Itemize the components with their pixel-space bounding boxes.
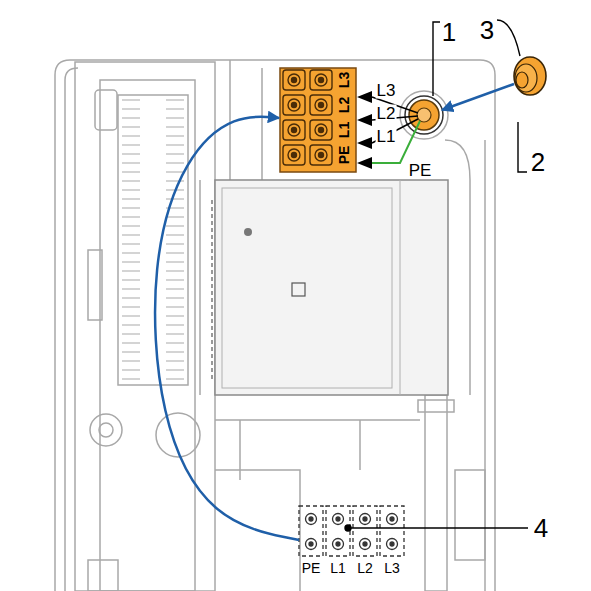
callout-number: 3	[479, 17, 495, 43]
wire-label: L2	[376, 105, 397, 122]
supply-wires	[357, 91, 420, 169]
terminal-label: L3	[384, 561, 400, 575]
wire-label: L1	[376, 128, 397, 145]
terminal-label: PE	[337, 146, 351, 165]
callout-number: 1	[441, 19, 457, 45]
housing-outline	[55, 60, 495, 591]
terminal-block-position	[299, 506, 404, 556]
terminal-label: L2	[337, 97, 351, 113]
terminal-label: PE	[302, 561, 321, 575]
terminal-block-top	[280, 68, 356, 172]
rail-teeth	[122, 100, 184, 379]
terminal-label: L3	[337, 72, 351, 88]
terminal-label: L1	[330, 561, 346, 575]
wire-label: L3	[376, 82, 397, 99]
terminal-block: L3L2L1PE	[280, 68, 356, 172]
grommet	[514, 57, 546, 95]
leader-lines	[345, 20, 528, 531]
callout-number: 4	[533, 515, 549, 541]
terminal-block: PEL1L2L3	[299, 506, 405, 556]
wire-label: PE	[408, 162, 433, 179]
control-box	[212, 180, 448, 395]
move-arrow	[155, 117, 299, 540]
cable-entry	[400, 91, 448, 139]
terminal-label: L2	[357, 561, 373, 575]
terminal-label: L1	[337, 122, 351, 138]
callout-number: 2	[530, 149, 546, 175]
insert-arrow	[442, 84, 514, 110]
